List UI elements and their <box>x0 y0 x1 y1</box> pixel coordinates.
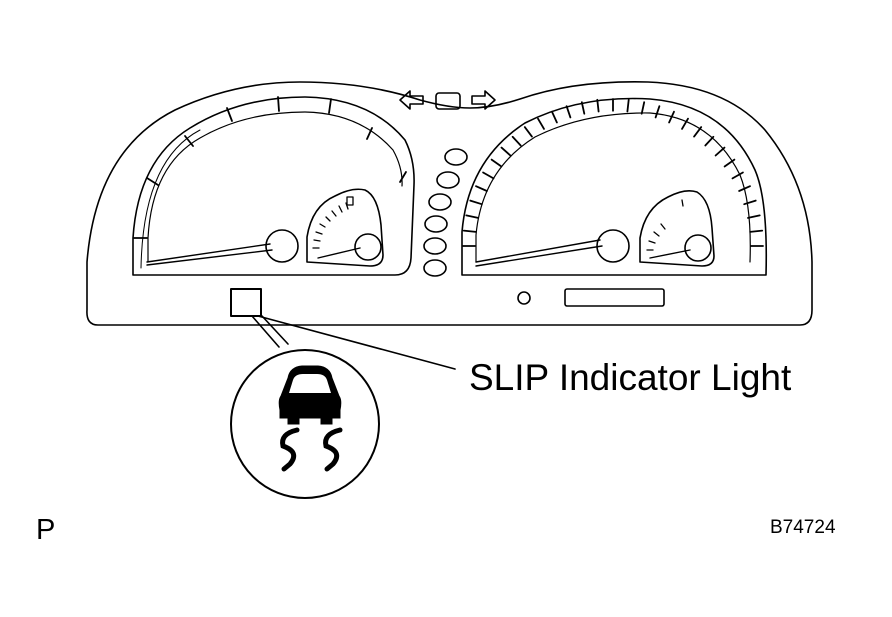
center-indicator-box <box>435 92 461 110</box>
right-gauge-tick <box>738 185 751 192</box>
right-gauge-tick <box>747 214 761 219</box>
right-gauge-tick <box>743 199 757 206</box>
magnified-indicator-circle <box>230 349 380 499</box>
right-gauge-tick <box>511 135 522 147</box>
warning-lamp-column <box>423 148 468 277</box>
right-gauge-tick <box>475 185 488 192</box>
right-gauge-tick <box>704 135 715 147</box>
slip-indicator-icon <box>230 288 262 317</box>
right-gauge-tick <box>462 229 477 233</box>
right-gauge-tick <box>469 199 483 206</box>
right-gauge-tick <box>668 110 675 124</box>
left-gauge-hub <box>265 229 299 263</box>
small-lamp <box>517 291 531 305</box>
right-gauge-tick <box>482 171 495 180</box>
right-gauge-tick <box>723 158 736 168</box>
right-gauge-hub <box>596 229 630 263</box>
right-gauge-tick <box>523 126 533 138</box>
right-turn-arrow-icon <box>471 90 496 110</box>
right-gauge-tick <box>749 229 764 233</box>
slip-indicator-label: SLIP Indicator Light <box>469 357 792 398</box>
right-gauge-tick <box>693 126 703 138</box>
right-gauge-tick <box>714 146 726 157</box>
right-gauge-tick <box>465 214 479 219</box>
right-gauge-tick <box>580 101 586 115</box>
right-sub-gauge <box>639 190 715 267</box>
corner-letter: P <box>36 514 56 546</box>
right-gauge-tick <box>490 158 503 168</box>
right-gauge-tick <box>731 171 744 180</box>
right-gauge-tick <box>681 117 689 130</box>
right-gauge-ticks <box>462 98 764 247</box>
right-gauge-tick <box>654 105 661 119</box>
skidding-car-icon <box>278 365 343 472</box>
right-gauge-tick <box>565 105 572 119</box>
left-sub-gauge <box>306 188 384 267</box>
figure-code: B74724 <box>770 517 836 538</box>
right-gauge-tick <box>626 98 630 113</box>
right-gauge-tick <box>551 110 558 124</box>
right-gauge-tick <box>537 117 545 130</box>
right-gauge-tick <box>500 146 512 157</box>
left-turn-arrow-icon <box>399 90 424 110</box>
left-gauge-ticks <box>133 96 407 239</box>
right-gauge-face <box>461 97 768 276</box>
right-gauge-tick <box>640 101 646 115</box>
right-gauge-tick <box>596 98 600 113</box>
cluster-housing <box>86 81 813 326</box>
odometer-display <box>564 288 665 307</box>
left-gauge-face <box>132 96 415 276</box>
